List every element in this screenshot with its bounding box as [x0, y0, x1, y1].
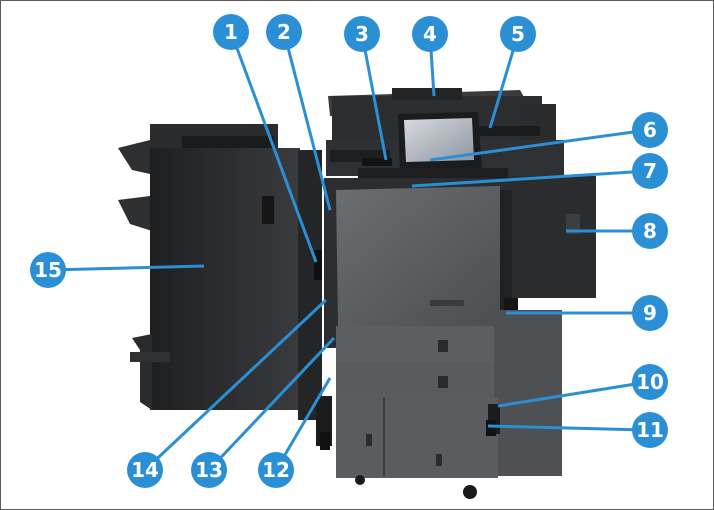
leader-line-15	[47, 264, 205, 272]
callout-12-badge	[258, 452, 294, 488]
leader-line-14	[143, 298, 328, 472]
callout-10-label: 10	[636, 370, 664, 394]
callout-2-badge	[266, 14, 302, 50]
callout-5: 5	[500, 16, 536, 52]
callout-4: 4	[412, 16, 448, 52]
callout-8: 8	[632, 213, 668, 249]
right-output-accessory	[508, 176, 596, 298]
callout-14-badge	[127, 452, 163, 488]
callout-3-label: 3	[355, 22, 369, 46]
callout-9: 9	[632, 295, 668, 331]
callout-14-label: 14	[131, 458, 159, 482]
callout-10: 10	[632, 364, 668, 400]
callout-4-badge	[412, 16, 448, 52]
callout-7: 7	[632, 153, 668, 189]
callout-4-label: 4	[423, 22, 437, 46]
leader-line-2	[282, 31, 332, 211]
tray-2	[336, 326, 498, 362]
callout-7-label: 7	[643, 159, 657, 183]
leader-line-1	[229, 31, 318, 263]
right-door	[500, 190, 512, 330]
leader-line-13	[207, 336, 336, 472]
callout-5-badge	[500, 16, 536, 52]
leader-line-6	[429, 128, 649, 162]
callout-8-badge	[632, 213, 668, 249]
callout-14: 14	[127, 452, 163, 488]
leader-line-11	[487, 424, 649, 432]
callout-13-badge	[191, 452, 227, 488]
callout-15: 15	[30, 252, 66, 288]
caster-wheel	[463, 485, 477, 499]
leader-line-10	[497, 380, 649, 408]
leader-line-3	[360, 33, 388, 161]
callout-5-label: 5	[511, 22, 525, 46]
tray-3	[336, 362, 498, 398]
callout-1: 1	[213, 14, 249, 50]
callout-12-label: 12	[262, 458, 290, 482]
callouts: 1 2 3 4 5 6 7 8	[30, 14, 668, 488]
right-cabinet	[494, 310, 562, 476]
callout-2: 2	[266, 14, 302, 50]
callout-9-badge	[632, 295, 668, 331]
callout-15-badge	[30, 252, 66, 288]
callout-3-badge	[344, 16, 380, 52]
callout-3: 3	[344, 16, 380, 52]
usb-port-area	[362, 158, 392, 166]
callout-13-label: 13	[195, 458, 223, 482]
finisher-body	[150, 148, 300, 410]
callout-1-label: 1	[224, 20, 238, 44]
callout-1-badge	[213, 14, 249, 50]
callout-13: 13	[191, 452, 227, 488]
callout-12: 12	[258, 452, 294, 488]
finisher	[118, 124, 332, 450]
feeder-input-tray	[392, 88, 462, 100]
touchscreen	[404, 118, 474, 162]
callout-11: 11	[632, 412, 668, 448]
callout-8-label: 8	[643, 219, 657, 243]
callout-11-label: 11	[636, 418, 664, 442]
callout-7-badge	[632, 153, 668, 189]
callout-10-badge	[632, 364, 668, 400]
leader-line-7	[411, 169, 649, 188]
finisher-handle	[262, 196, 274, 224]
callout-6: 6	[632, 112, 668, 148]
high-capacity-input	[336, 398, 498, 478]
feeder-output-bin	[470, 126, 540, 136]
callout-15-label: 15	[34, 258, 62, 282]
finisher-connector	[298, 150, 322, 420]
callout-9-label: 9	[643, 301, 657, 325]
printer	[324, 88, 596, 499]
callout-6-badge	[632, 112, 668, 148]
callout-6-label: 6	[643, 118, 657, 142]
front-door	[336, 186, 500, 326]
callout-11-badge	[632, 412, 668, 448]
callout-2-label: 2	[277, 20, 291, 44]
